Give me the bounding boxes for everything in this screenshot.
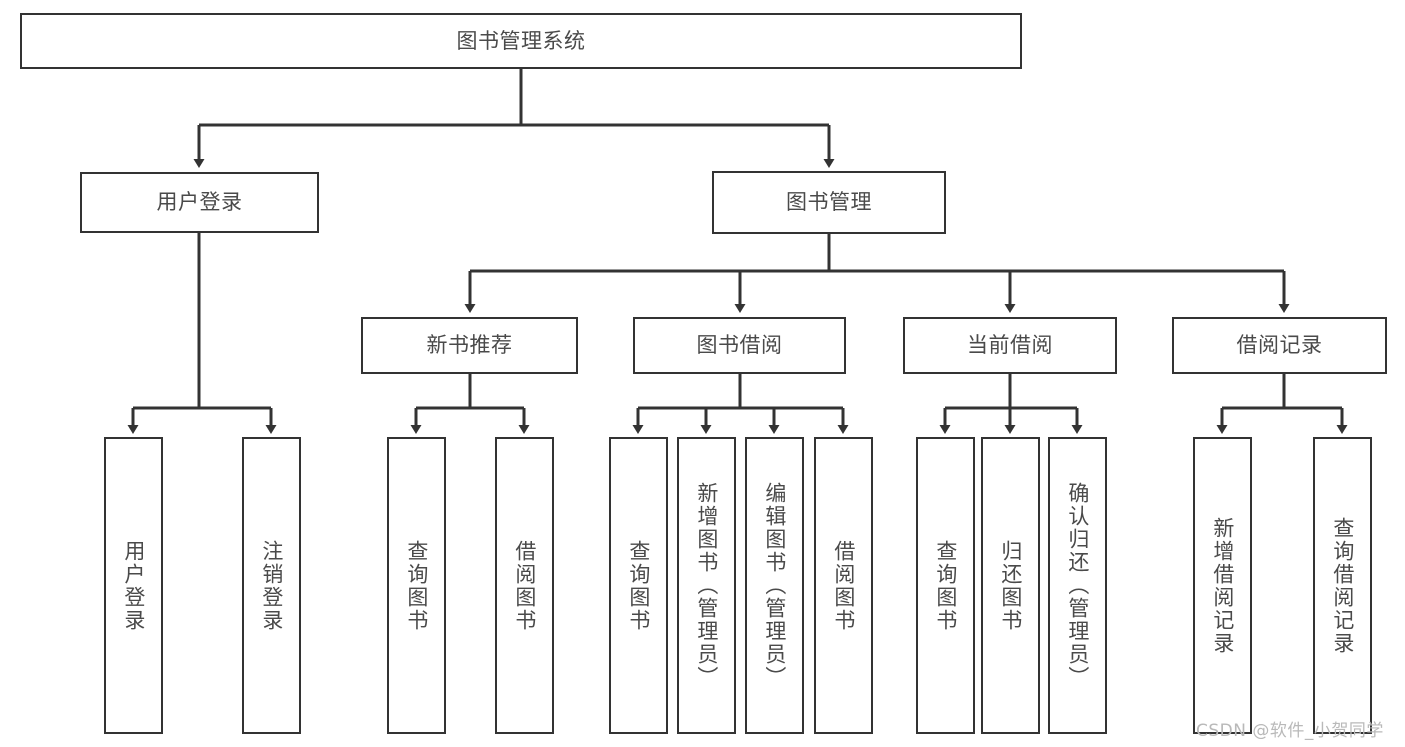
node-label: 新书推荐	[426, 333, 513, 358]
leaf-borrow-book-recommend[interactable]: 借阅图书	[495, 437, 554, 734]
node-book-borrow[interactable]: 图书借阅	[633, 317, 846, 374]
node-borrow-records[interactable]: 借阅记录	[1172, 317, 1387, 374]
node-label: 查询图书	[626, 539, 651, 632]
leaf-query-book-current[interactable]: 查询图书	[916, 437, 975, 734]
node-label: 查询借阅记录	[1330, 516, 1355, 655]
leaf-confirm-return-admin[interactable]: 确认归还（管理员）	[1048, 437, 1107, 734]
node-label: 借阅图书	[831, 539, 856, 632]
node-current-borrow[interactable]: 当前借阅	[903, 317, 1117, 374]
leaf-borrow-book[interactable]: 借阅图书	[814, 437, 873, 734]
leaf-add-borrow-record[interactable]: 新增借阅记录	[1193, 437, 1252, 734]
node-label: 图书管理系统	[456, 28, 586, 53]
node-label: 确认归还（管理员）	[1065, 482, 1090, 689]
node-label: 图书管理	[786, 190, 872, 215]
node-label: 注销登录	[259, 539, 284, 632]
leaf-user-logout[interactable]: 注销登录	[242, 437, 301, 734]
node-new-book-recommend[interactable]: 新书推荐	[361, 317, 578, 374]
node-label: 查询图书	[933, 539, 958, 632]
node-label: 新增图书（管理员）	[694, 482, 719, 689]
node-label: 借阅记录	[1236, 333, 1323, 358]
node-root-system[interactable]: 图书管理系统	[20, 13, 1022, 69]
leaf-add-book-admin[interactable]: 新增图书（管理员）	[677, 437, 736, 734]
node-book-management[interactable]: 图书管理	[712, 171, 946, 234]
node-label: 用户登录	[121, 539, 146, 632]
node-label: 新增借阅记录	[1210, 516, 1235, 655]
node-label: 归还图书	[998, 539, 1023, 632]
csdn-watermark: CSDN @软件_小贺同学	[1196, 721, 1384, 741]
leaf-return-book[interactable]: 归还图书	[981, 437, 1040, 734]
node-user-login[interactable]: 用户登录	[80, 172, 319, 233]
leaf-query-borrow-record[interactable]: 查询借阅记录	[1313, 437, 1372, 734]
leaf-query-book-borrow[interactable]: 查询图书	[609, 437, 668, 734]
node-label: 用户登录	[156, 190, 243, 215]
node-label: 查询图书	[404, 539, 429, 632]
leaf-user-login[interactable]: 用户登录	[104, 437, 163, 734]
node-label: 当前借阅	[967, 333, 1053, 358]
node-label: 编辑图书（管理员）	[762, 482, 787, 689]
leaf-query-book-recommend[interactable]: 查询图书	[387, 437, 446, 734]
leaf-edit-book-admin[interactable]: 编辑图书（管理员）	[745, 437, 804, 734]
node-label: 图书借阅	[696, 333, 783, 358]
node-label: 借阅图书	[512, 539, 537, 632]
